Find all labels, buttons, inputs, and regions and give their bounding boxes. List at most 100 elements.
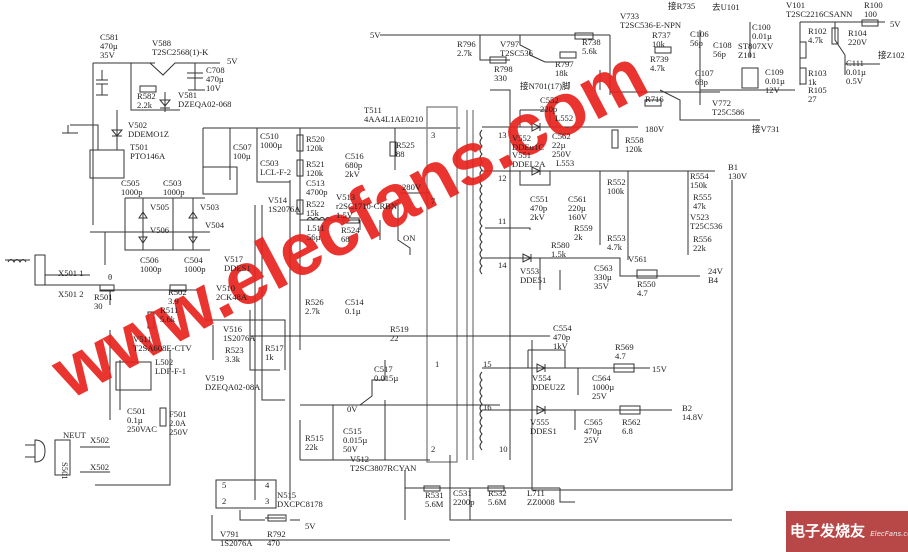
label-x502b: X502 (90, 462, 109, 472)
label-r554-value: 150k (690, 180, 708, 190)
pin-n4: 4 (265, 480, 270, 490)
resistor-r738 (574, 32, 594, 40)
label-z102: 接Z102 (878, 49, 905, 60)
label-c565: C565 (584, 417, 603, 427)
label-ov: 0V (347, 404, 358, 414)
resistor-r569 (613, 363, 635, 373)
transformer-core (466, 110, 474, 460)
output-15v-line (482, 349, 650, 395)
label-r555: R555 (693, 192, 712, 202)
label-c501-value: 250VAC (127, 424, 157, 434)
label-v797: V797 (500, 39, 520, 49)
label-r515: R515 (305, 433, 324, 443)
resistor-r103 (799, 67, 807, 85)
label-r103: R103 (808, 68, 827, 78)
label-r738: R738 (582, 37, 601, 47)
label-r511: R511 (160, 305, 178, 315)
label-v554: V554 (532, 373, 552, 383)
label-r558: R558 (625, 135, 644, 145)
label-r520: R520 (306, 134, 325, 144)
label-v517: V517 (224, 254, 244, 264)
label-v101: V101 (786, 0, 805, 10)
label-c562-value: 250V (552, 149, 572, 159)
label-r716: R716 (645, 94, 664, 104)
label-v513-value: 1.5V (336, 210, 354, 220)
label-r524: R524 (341, 225, 360, 235)
label-neut: NEUT (63, 430, 87, 440)
label-c111-value: 0.5V (846, 76, 864, 86)
label-b4-value: B4 (708, 275, 719, 285)
resistor-r522 (296, 199, 304, 215)
label-c107: C107 (695, 68, 714, 78)
label-r735: 接R735 (668, 0, 695, 11)
label-c100-value: 0.01µ (752, 31, 772, 41)
label-r103-value: 1k (808, 77, 817, 87)
label-c561-value: 160V (568, 212, 588, 222)
label-c109: C109 (765, 67, 784, 77)
label-l511: L511 (307, 223, 325, 233)
label-l553: L553 (556, 158, 574, 168)
label-v791: V791 (220, 529, 239, 539)
pin-p15: 15 (483, 359, 492, 369)
label-c552: C552 (540, 95, 559, 105)
label-r531: R531 (425, 490, 444, 500)
label-theta: θ (108, 272, 112, 282)
pin-p16: 16 (483, 402, 492, 412)
label-c505: C505 (121, 178, 140, 188)
label-r522-value: 15k (306, 208, 320, 218)
label-c581-value: 470µ (100, 41, 118, 51)
wire (202, 127, 460, 500)
label-r523-value: 3.3k (225, 354, 241, 364)
label-c515: C515 (343, 426, 362, 436)
label-r520-value: 120k (306, 143, 324, 153)
label-r555-value: 47k (693, 201, 707, 211)
label-r559-value: 2k (574, 232, 583, 242)
label-l502: L502 (155, 357, 173, 367)
label-c565-value: 470µ (584, 426, 602, 436)
label-r554: R554 (690, 171, 709, 181)
plug-symbol (25, 439, 110, 476)
output-24v-line (482, 257, 700, 290)
resistor-r104 (831, 27, 839, 45)
label-r105: R105 (808, 85, 827, 95)
label-r515-value: 22k (305, 442, 319, 452)
label-v581: V581 (178, 90, 197, 100)
label-r521: R521 (306, 159, 325, 169)
label-v733: V733 (620, 11, 639, 21)
label-r552-value: 100k (607, 186, 625, 196)
output-180v-line (482, 109, 638, 128)
label-r797-value: 18k (555, 68, 569, 78)
resistor-r550 (636, 269, 658, 279)
label-v514: V514 (268, 195, 288, 205)
label-v588: V588 (152, 38, 171, 48)
label-t501-value: PTO146A (130, 151, 166, 161)
label-r737-value: 10k (652, 39, 666, 49)
label-r100: R100 (864, 0, 883, 10)
label-c561-value: 220µ (568, 203, 586, 213)
label-c108: C108 (713, 40, 732, 50)
label-v511-value: T2SA608E-CTV (133, 343, 193, 353)
label-v502-value: DDEMO1Z (128, 129, 169, 139)
label-v561: V561 (628, 254, 647, 264)
label-c551-value: 2kV (530, 212, 546, 222)
resistor-r797 (559, 51, 577, 59)
label-v506: V506 (150, 225, 170, 235)
bridge-diodes (138, 211, 198, 244)
thermistor-r501 (99, 284, 115, 292)
label-r796-value: 2.7k (457, 48, 473, 58)
label-r523: R523 (225, 345, 244, 355)
label-v552: V552 (512, 133, 531, 143)
label-l711-value: ZZ0008 (527, 497, 555, 507)
label-c517: C517 (374, 364, 393, 374)
label-r517-value: 1k (265, 352, 274, 362)
wire (205, 310, 550, 461)
label-v731: 接V731 (752, 123, 780, 134)
label-r104: R104 (848, 28, 867, 38)
resistor-r511 (147, 311, 155, 329)
optocoupler-n515 (215, 479, 277, 509)
label-c514-value: 0.1µ (345, 306, 361, 316)
label-v516-value: 1S2076A (223, 333, 256, 343)
label-v581-value: DZEQA02-068 (178, 99, 231, 109)
label-v517-value: DDES1 (224, 263, 251, 273)
